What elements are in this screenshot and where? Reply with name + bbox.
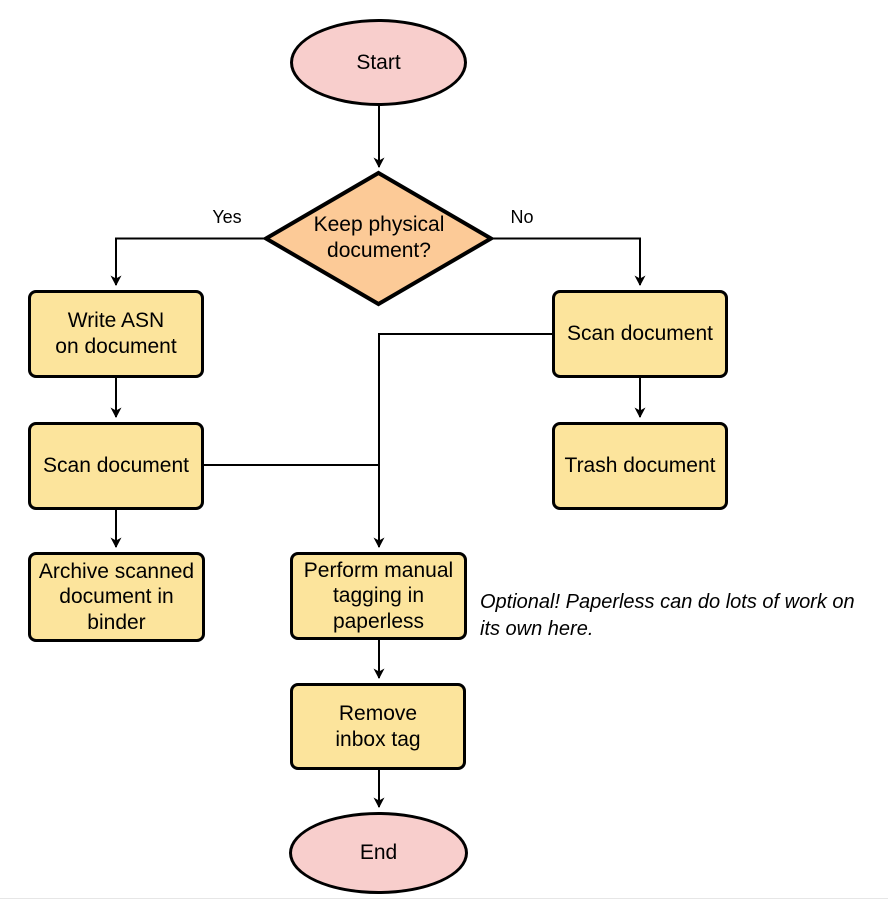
- edge-label-no: No: [510, 207, 534, 227]
- edge-decision-yes-to-write-asn: [110, 237, 266, 286]
- node-end: End: [289, 812, 468, 894]
- node-remove-inbox-tag-label: Remove inbox tag: [335, 701, 421, 751]
- node-start: Start: [290, 19, 467, 106]
- bottom-divider: [0, 898, 888, 899]
- node-end-label: End: [359, 841, 398, 865]
- node-manual-tagging: Perform manual tagging in paperless: [290, 552, 467, 640]
- edge-label-yes: Yes: [212, 207, 242, 227]
- node-manual-tagging-label: Perform manual tagging in paperless: [303, 558, 454, 633]
- node-scan-document-right-label: Scan document: [567, 322, 713, 346]
- node-write-asn-label: Write ASN on document: [55, 309, 177, 358]
- node-archive-scanned: Archive scanned document in binder: [28, 552, 205, 642]
- decision-diamond-shape: [262, 170, 495, 307]
- edge-scan-right-to-tagging: [373, 333, 552, 548]
- node-archive-scanned-label: Archive scanned document in binder: [38, 559, 195, 634]
- node-scan-document-left-label: Scan document: [43, 454, 189, 478]
- node-decision-label: Keep physical document?: [313, 213, 445, 262]
- node-start-label: Start: [356, 50, 401, 74]
- node-trash-document: Trash document: [552, 422, 728, 510]
- node-remove-inbox-tag: Remove inbox tag: [290, 683, 466, 770]
- node-scan-document-right: Scan document: [552, 290, 728, 378]
- node-write-asn: Write ASN on document: [28, 290, 204, 378]
- node-decision: Keep physical document?: [294, 198, 464, 278]
- node-trash-document-label: Trash document: [564, 454, 716, 478]
- optional-note: Optional! Paperless can do lots of work …: [480, 591, 855, 641]
- edge-decision-no-to-scan-right: [491, 237, 646, 286]
- node-scan-document-left: Scan document: [28, 422, 204, 510]
